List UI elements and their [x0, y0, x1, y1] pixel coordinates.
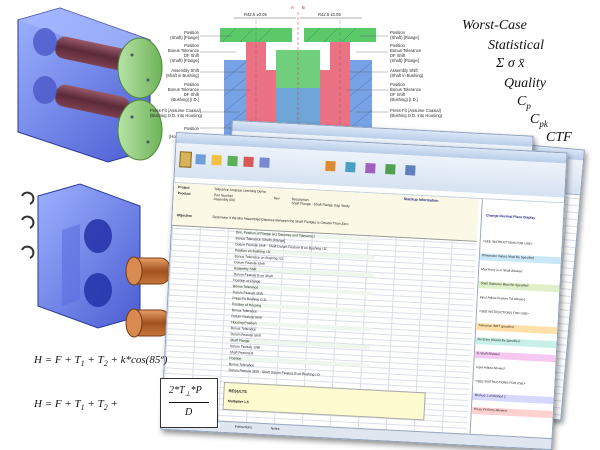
ribbon-icon-group-2[interactable] — [325, 157, 486, 187]
label-statistical: Statistical — [488, 38, 544, 53]
list-item: Press Fit Entry Allowed — [471, 406, 553, 419]
label-quality: Quality — [504, 76, 546, 91]
section-marker-b: B — [302, 5, 305, 10]
sort-icon[interactable] — [259, 157, 270, 168]
callout-left-3: Assembly Shift(Shaft in Bushing) — [165, 68, 199, 78]
section-marker-a: A — [291, 5, 294, 10]
chart-icon[interactable] — [325, 160, 336, 172]
list-item: Input Adjust Feature Tol Allowed — [477, 295, 559, 307]
rev-label: Rev — [273, 196, 280, 201]
stackup-title: Stackup Information — [403, 197, 439, 203]
filter-icon[interactable] — [345, 161, 356, 173]
part-number-value: Assembly 000 — [213, 197, 235, 203]
formula-fraction-box: 2*T⊥*P D — [160, 378, 218, 428]
check-icon[interactable] — [385, 164, 396, 175]
fraction-bar — [169, 402, 209, 403]
format-icon[interactable] — [195, 154, 206, 165]
table-icon[interactable] — [211, 154, 222, 166]
delete-icon[interactable] — [243, 156, 254, 168]
label-stat-symbols: Σ σ x̄ — [496, 56, 525, 71]
callout-left-5: Press-Fit (Assume Coaxial)(Bushing O.D. … — [150, 108, 203, 118]
list-item: No Entry Should Be Specified — [475, 336, 557, 349]
retaining-clip-icon — [21, 215, 35, 229]
callout-left-1: Position(Shaft) [Flange] — [170, 30, 199, 40]
label-worst-case: Worst-Case — [462, 18, 527, 33]
product-label: Product — [177, 191, 191, 196]
insert-icon[interactable] — [227, 155, 238, 167]
list-item: Dimension Values Must Be Specified — [479, 253, 561, 265]
list-item: Shaft Diameter Must Be Specified — [478, 281, 560, 293]
stackup-rows: Dim. Position of Flange (A1 Datumss and … — [164, 227, 476, 393]
results-label: RESULTS — [228, 388, 248, 395]
instruction-panel-title: Change Decimal Place Display — [485, 213, 536, 220]
list-item: <SEE INSTRUCTIONS FOR USE> — [473, 378, 555, 391]
callout-left-6: Position — [184, 126, 199, 131]
spreadsheet-window-front[interactable]: Project Tolerance Analysis Learning Demo… — [160, 132, 568, 450]
list-item: Method 1 of Method 2 — [472, 392, 554, 405]
callout-right-5: Press-Fit (Assume Coaxial)(Bushing O.D. … — [390, 108, 443, 118]
instruction-panel: Change Decimal Place Display <SEE INSTRU… — [469, 199, 564, 440]
list-item: Is Shaft Allowed — [474, 350, 556, 363]
assembled-housing-3d — [17, 7, 163, 163]
project-label: Project — [178, 185, 190, 190]
instruction-items: <SEE INSTRUCTIONS FOR USE> Dimension Valu… — [471, 239, 562, 439]
label-cp: Cp — [517, 94, 531, 111]
dim-label-left: R42.5 ±0.05 — [244, 12, 267, 17]
window-icon[interactable] — [405, 165, 416, 176]
retaining-clip-icon — [21, 191, 35, 205]
fraction-numerator: 2*T⊥*P — [169, 385, 202, 398]
desc-value: Shaft Flange - Shaft Flange Gap Study — [291, 201, 350, 209]
callout-right-1: Position(Shaft) [Flange] — [390, 30, 419, 40]
label-ctf: CTF — [546, 130, 572, 145]
fraction-denominator: D — [185, 407, 193, 418]
callout-right-3: Assembly Shift(Shaft in Bushing) — [390, 68, 424, 78]
objective-value: Determine if the Min Assembled Distance … — [212, 215, 349, 227]
bushing-parts-3d — [125, 256, 171, 338]
sheet-tab-notes[interactable]: Notes — [270, 426, 280, 431]
multiplier-label: Multiplier 1.5 — [227, 399, 249, 405]
exploded-housing-3d — [37, 183, 141, 329]
list-item: <SEE INSTRUCTIONS FOR USE> — [476, 309, 559, 321]
retaining-clip-icon — [21, 245, 35, 259]
sheet-tab-instructions[interactable]: Instructions — [234, 424, 253, 430]
ribbon-icon-group[interactable] — [179, 149, 300, 177]
formula-press-fit: H = F + T1 + T2 + — [34, 398, 118, 413]
list-item: <SEE INSTRUCTIONS FOR USE> — [480, 239, 562, 251]
list-item: Max Entry is in Shaft Allowed — [478, 267, 561, 279]
calc-icon[interactable] — [365, 162, 376, 174]
dim-label-right: R42.5 ±0.05 — [318, 12, 341, 17]
cross-section-drawing — [200, 12, 388, 140]
formula-worst-case: H = F + T1 + T2 + k*cos(85º) — [34, 354, 168, 369]
objective-label: Objective — [176, 213, 192, 218]
label-cpk: Cpk — [530, 112, 548, 129]
cad-assembly-illustration — [17, 7, 388, 391]
list-item: Tolerance WRT specified — [476, 322, 558, 335]
list-item: Input Adjust Allowed — [473, 364, 556, 377]
paste-icon[interactable] — [179, 151, 192, 168]
